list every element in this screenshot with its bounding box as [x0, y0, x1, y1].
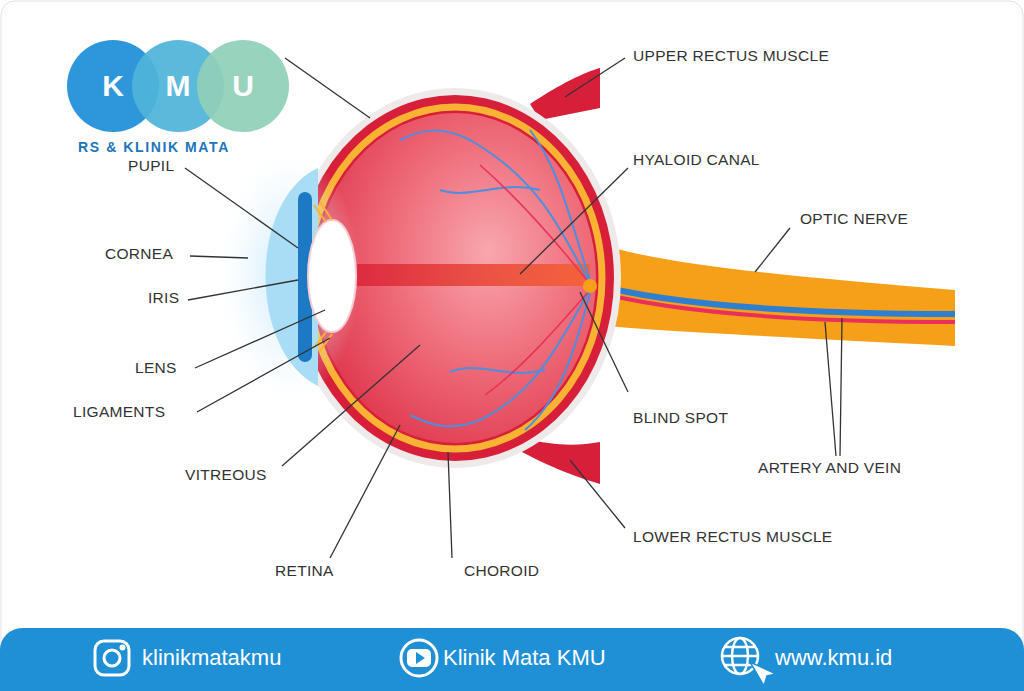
part-label: CHOROID [464, 562, 539, 580]
logo-letter: U [232, 69, 254, 103]
leader-line [185, 168, 298, 248]
vessel [525, 293, 590, 430]
optic-nerve [585, 238, 955, 346]
part-label: OPTIC NERVE [800, 210, 908, 228]
logo-letter: M [166, 69, 191, 103]
vessel [410, 290, 590, 426]
icon-dot [121, 646, 124, 649]
icon-screen [407, 649, 431, 667]
retinal-arteries [480, 165, 590, 395]
upper-rectus-muscle [530, 68, 600, 120]
footer-text: klinikmatakmu [142, 645, 281, 671]
part-label: CORNEA [105, 245, 173, 263]
cornea-glow [220, 151, 360, 401]
icon-equator [722, 655, 758, 658]
footer-band: klinikmatakmu Klinik Mata KMU www.kmu.id [0, 628, 1024, 691]
lens [308, 220, 356, 332]
vessel [530, 130, 590, 280]
footer-text: www.kmu.id [775, 645, 892, 671]
leader-line [580, 292, 628, 392]
leader-line [190, 256, 248, 258]
vessel [440, 187, 540, 193]
vessel [400, 131, 590, 283]
youtube-icon [401, 640, 437, 676]
part-label: UPPER RECTUS MUSCLE [633, 47, 829, 65]
part-label: LOWER RECTUS MUSCLE [633, 528, 832, 546]
part-label: LENS [135, 359, 177, 377]
optic-disc [583, 279, 597, 293]
icon-play [416, 652, 425, 664]
retinal-vessels [400, 130, 590, 430]
vessel [480, 165, 590, 284]
part-label: PUPIL [128, 157, 174, 175]
part-label: RETINA [275, 562, 334, 580]
sclera-outline [289, 88, 621, 468]
leader-line [188, 280, 298, 300]
part-label: IRIS [148, 289, 179, 307]
leader-line [195, 310, 325, 368]
part-label: ARTERY AND VEIN [758, 459, 901, 477]
logo-circle: U [197, 40, 289, 132]
vein [588, 283, 955, 314]
globe-icon [722, 638, 776, 686]
leader-line [285, 58, 370, 118]
hyaloid-canal [340, 264, 590, 286]
part-label: LIGAMENTS [73, 403, 165, 421]
icon-frame [95, 641, 129, 675]
vessel [450, 368, 545, 373]
footer-text: Klinik Mata KMU [443, 645, 606, 671]
leader-line [520, 168, 628, 274]
icon-lens [104, 650, 120, 666]
icon-cursor [750, 662, 776, 686]
part-label: VITREOUS [185, 466, 267, 484]
leader-lines [185, 58, 842, 558]
vessel [485, 290, 590, 395]
leader-line [448, 452, 452, 558]
logo-letter: K [102, 69, 124, 103]
leader-line [565, 58, 625, 97]
ligament [320, 202, 332, 220]
icon-parallel [725, 646, 755, 649]
circle-fill [197, 40, 289, 132]
part-label: HYALOID CANAL [633, 151, 760, 169]
icon-meridian [732, 638, 748, 674]
leader-line [570, 460, 625, 528]
artery [588, 290, 955, 322]
icon-globe [722, 638, 758, 674]
leader-line [282, 345, 420, 466]
icon-ring [401, 640, 437, 676]
leader-line [825, 322, 836, 456]
instagram-icon [95, 641, 129, 675]
ligaments [314, 202, 332, 351]
choroid [308, 107, 602, 449]
leader-line [840, 318, 842, 456]
leader-line [755, 228, 790, 272]
logo-subtitle: RS & KLINIK MATA [78, 139, 230, 155]
icon-parallel [725, 664, 755, 667]
leader-line [197, 338, 330, 412]
part-label: BLIND SPOT [633, 409, 728, 427]
leader-line [330, 425, 400, 558]
sclera [296, 95, 614, 461]
